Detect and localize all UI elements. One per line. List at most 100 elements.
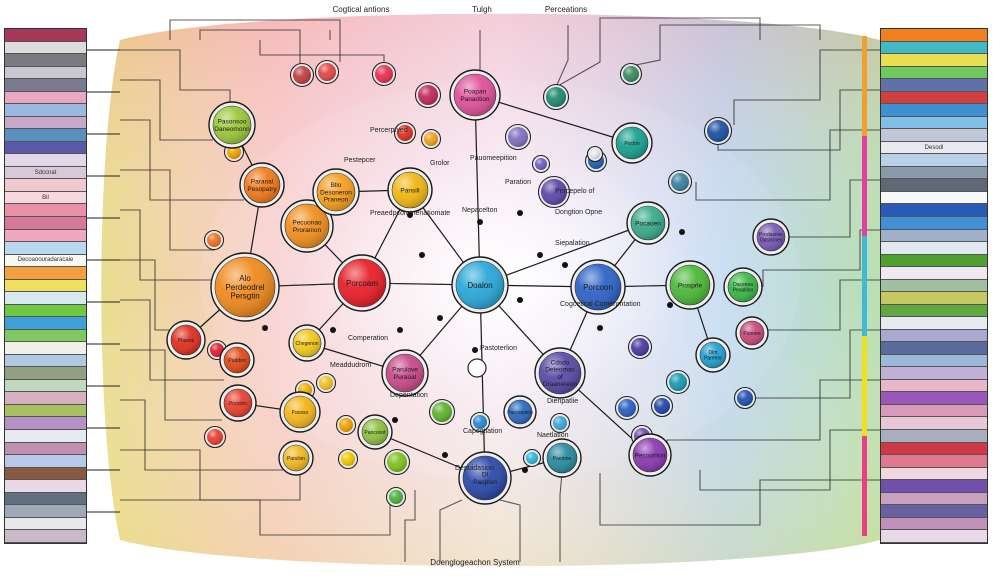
right-legend-row xyxy=(881,379,987,393)
left-legend-row xyxy=(5,29,86,42)
node-label: Paddon xyxy=(228,358,245,364)
junction-dot xyxy=(330,327,336,333)
network-node-green-right[interactable]: Prosprle xyxy=(665,260,715,310)
right-legend-row xyxy=(881,455,987,468)
network-node-yellow-3[interactable]: Paosso xyxy=(279,391,321,433)
mini-node xyxy=(549,412,571,434)
mini-node xyxy=(522,448,542,468)
right-color-legend-bar: Desodl xyxy=(880,28,988,544)
left-legend-row xyxy=(5,216,86,230)
left-legend-row xyxy=(5,79,86,92)
mini-node xyxy=(203,425,227,449)
left-legend-row xyxy=(5,229,86,243)
top-header-label: Perceations xyxy=(545,5,587,14)
left-legend-row xyxy=(5,242,86,255)
network-node-teal-right[interactable]: Pocaoen xyxy=(626,201,670,245)
network-node-teal-upper[interactable]: Poclon xyxy=(611,122,653,164)
right-legend-row xyxy=(881,329,987,343)
left-legend-row xyxy=(5,455,86,468)
mini-node xyxy=(665,369,691,395)
network-node-purple-3[interactable]: Pecoorlion xyxy=(628,433,672,477)
floating-label: Paration xyxy=(505,179,531,186)
network-node-center[interactable]: Doalon xyxy=(451,256,509,314)
floating-label: Cogcetical Comenrntation xyxy=(560,301,641,308)
mini-node xyxy=(537,175,571,209)
junction-dot xyxy=(407,212,413,218)
right-legend-row xyxy=(881,530,987,543)
floating-label: Pauomeepition xyxy=(470,155,517,162)
mini-node xyxy=(504,123,532,151)
right-legend-row xyxy=(881,417,987,430)
right-legend-row xyxy=(881,66,987,80)
node-label: Paomne xyxy=(553,456,572,462)
floating-label: Pastoterlion xyxy=(480,345,517,352)
network-node-rose-2[interactable]: Pannee xyxy=(735,316,769,350)
left-legend-row: Sdccnat xyxy=(5,166,86,180)
network-node-yellow-4[interactable]: Paoclon xyxy=(278,440,314,476)
floating-label: Dienpatlie xyxy=(547,398,578,405)
right-legend-row xyxy=(881,279,987,293)
mini-node xyxy=(650,394,674,418)
network-node-green-2[interactable]: Pancoont xyxy=(357,414,393,450)
left-legend-row xyxy=(5,492,86,506)
mini-node xyxy=(614,395,640,421)
floating-label: Preaedpcommenatiomate xyxy=(370,210,450,217)
network-node-red-3[interactable]: Pooclon xyxy=(219,384,257,422)
network-node-yellow-2[interactable]: Chegenon xyxy=(288,324,326,362)
left-legend-row xyxy=(5,404,86,418)
accent-strip-segment xyxy=(862,436,867,536)
node-label: Chegenon xyxy=(295,341,318,347)
floating-label: Percepelo of xyxy=(555,188,594,195)
node-label: Parcrepiton xyxy=(507,410,533,416)
circuit-wires xyxy=(85,17,880,562)
junction-dot xyxy=(667,302,673,308)
right-legend-row xyxy=(881,304,987,318)
network-node-yellow-top[interactable]: Pansill xyxy=(387,167,433,213)
network-node-teal-3[interactable]: Paomne xyxy=(542,438,582,478)
left-legend-row xyxy=(5,505,86,518)
floating-label: Nepacelton xyxy=(462,207,498,214)
node-label: Pansill xyxy=(400,187,420,194)
left-legend-row xyxy=(5,379,86,393)
network-node-right-blue[interactable]: Porcoon xyxy=(570,259,626,315)
left-legend-row xyxy=(5,267,86,280)
node-label: Porcoon xyxy=(583,283,613,292)
right-legend-row xyxy=(881,104,987,117)
mini-node xyxy=(703,116,733,146)
floating-label: Capegtlation xyxy=(463,428,502,435)
left-legend-row xyxy=(5,154,86,167)
network-node-blue-2[interactable]: Parcrepiton xyxy=(503,395,537,429)
right-legend-row xyxy=(881,392,987,405)
right-legend-row xyxy=(881,129,987,142)
network-node-red-4[interactable]: Paddon xyxy=(219,342,255,378)
right-legend-row xyxy=(881,179,987,192)
network-node-red-2[interactable]: Plasoal xyxy=(166,320,206,360)
node-label: Prosprle xyxy=(678,282,703,289)
node-label: Plasoal xyxy=(178,338,194,344)
top-header-label: Tulgh xyxy=(472,5,492,14)
accent-strip-segment xyxy=(862,136,867,236)
junction-dot xyxy=(392,417,398,423)
left-legend-row-label: Bil xyxy=(42,194,49,201)
left-legend-row xyxy=(5,430,86,443)
network-node-left-red[interactable]: Porcoam xyxy=(333,254,391,312)
